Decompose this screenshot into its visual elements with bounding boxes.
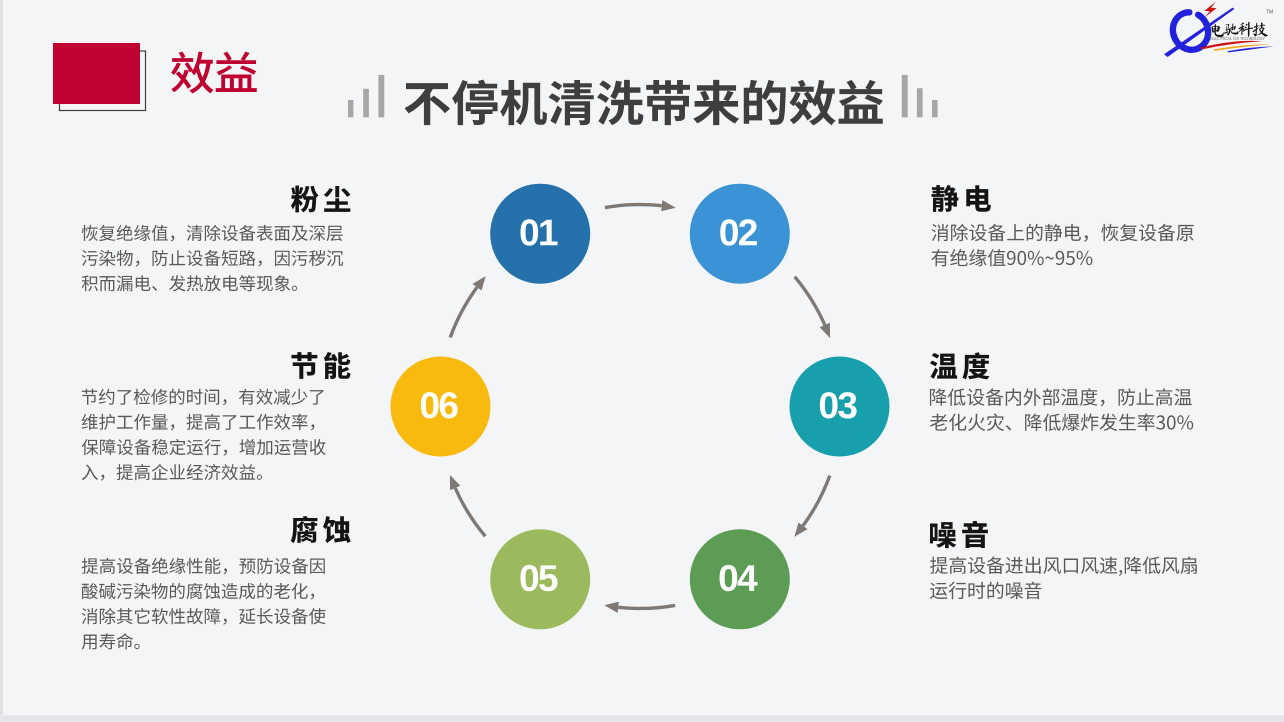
svg-text:TM: TM (1266, 10, 1273, 16)
svg-text:ELECTRICAL CHI TECHNOLOGY: ELECTRICAL CHI TECHNOLOGY (1210, 36, 1265, 41)
